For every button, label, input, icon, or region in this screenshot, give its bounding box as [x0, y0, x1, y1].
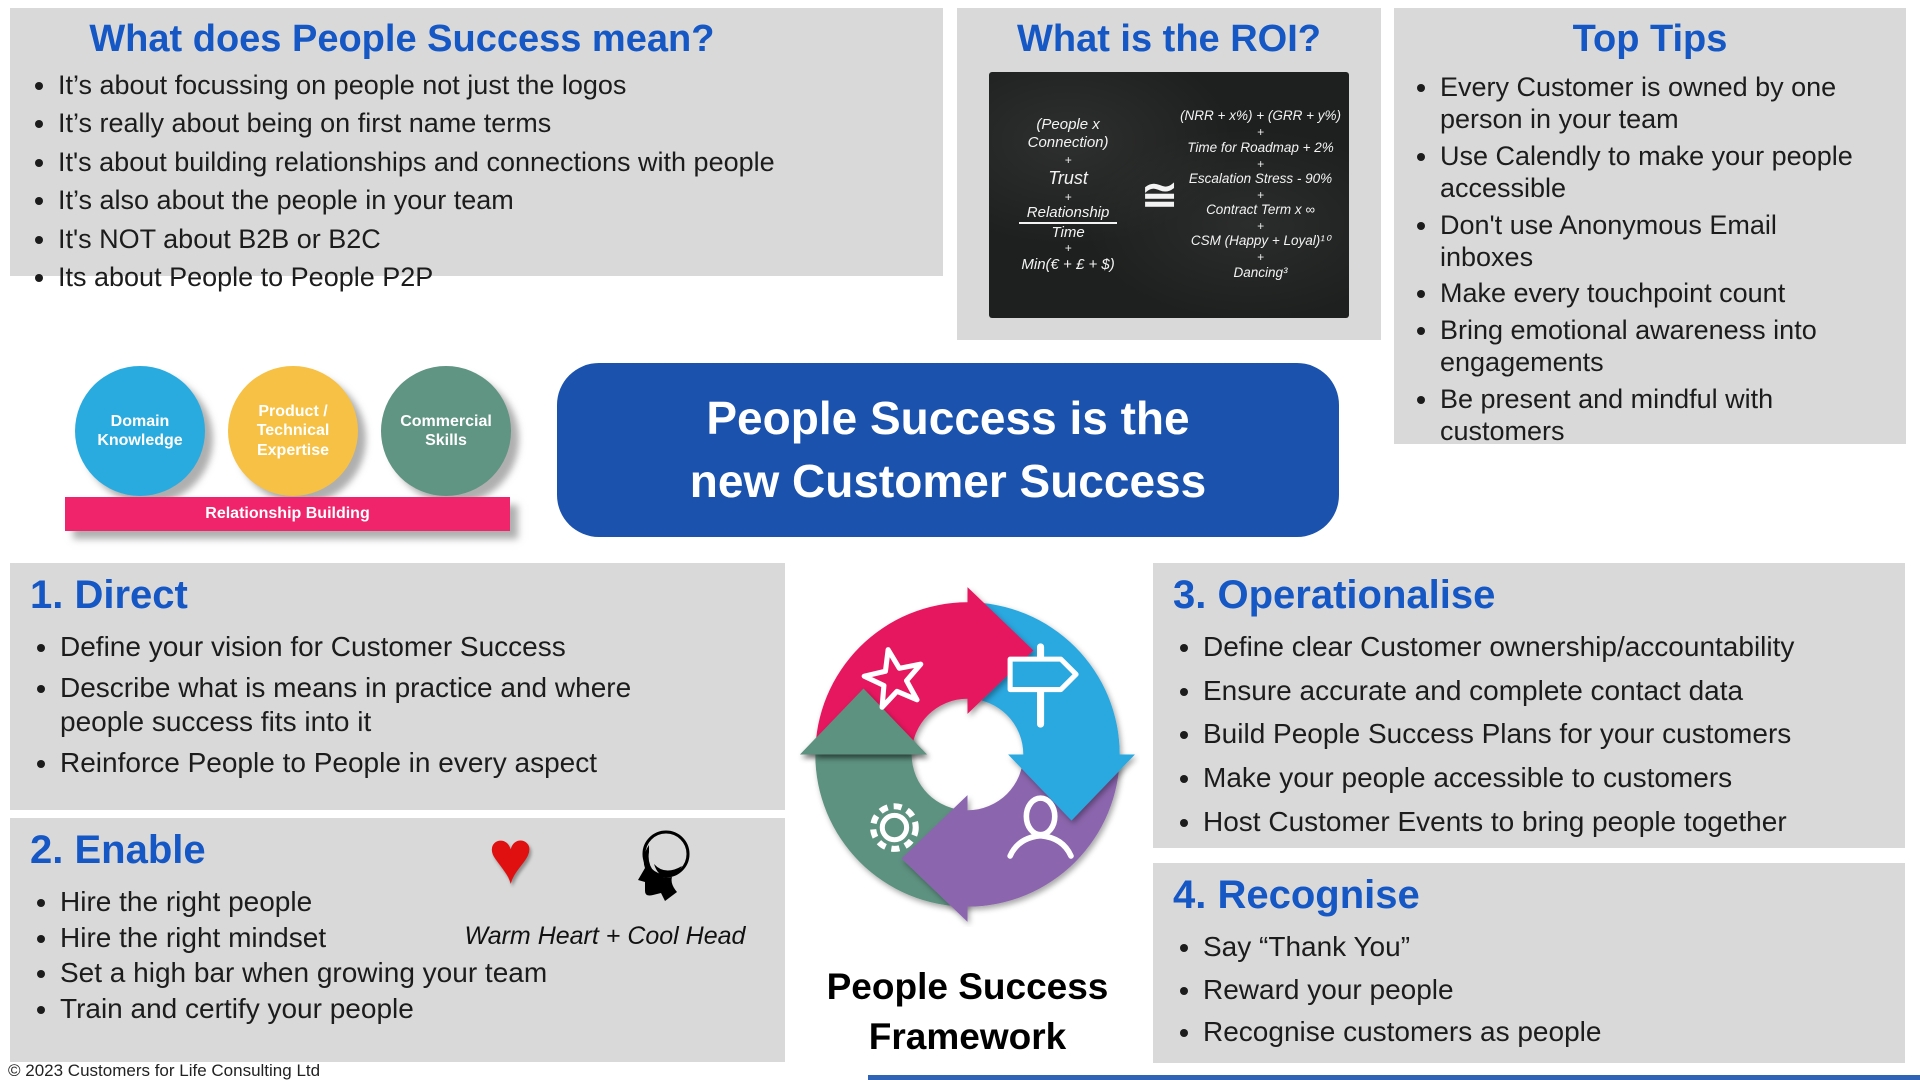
plus-sign: +	[1257, 125, 1265, 140]
headline-banner: People Success is the new Customer Succe…	[557, 363, 1339, 537]
person-icon	[1007, 795, 1074, 859]
list-item: Reward your people	[1203, 973, 1905, 1008]
formula-line: Contract Term x ∞	[1206, 202, 1315, 218]
warm-heart-cool-head-caption: Warm Heart + Cool Head	[464, 922, 746, 950]
roi-chalkboard: (People x Connection) + Trust + Relation…	[989, 72, 1349, 318]
framework-caption-line-2: Framework	[868, 1015, 1067, 1057]
formula-line: (People x Connection)	[1027, 115, 1109, 152]
enable-title: 2. Enable	[30, 828, 206, 872]
panel-roi: What is the ROI? (People x Connection) +…	[957, 8, 1381, 340]
list-item: Define clear Customer ownership/accounta…	[1203, 630, 1905, 665]
list-item: Its about People to People P2P	[58, 261, 943, 294]
relationship-building-bar: Relationship Building	[65, 497, 510, 531]
green-arrowhead	[800, 688, 927, 755]
roi-title: What is the ROI?	[1017, 18, 1321, 60]
recognise-title: 4. Recognise	[1173, 873, 1420, 917]
list-item: Host Customer Events to bring people tog…	[1203, 805, 1905, 840]
formula-line: Time for Roadmap + 2%	[1187, 139, 1334, 155]
list-item: Hire the right mindset	[60, 921, 785, 956]
framework-caption: People Success Framework	[785, 962, 1150, 1062]
people-success-framework-diagram	[800, 587, 1135, 922]
list-item: Train and certify your people	[60, 992, 785, 1027]
list-item: Ensure accurate and complete contact dat…	[1203, 674, 1905, 709]
direct-list: Define your vision for Customer Success …	[10, 630, 785, 781]
list-item: It's about building relationships and co…	[58, 146, 943, 179]
formula-line: (NRR + x%) + (GRR + y%)	[1180, 108, 1341, 124]
chalkboard-right-formula: (NRR + x%) + (GRR + y%) + Time for Roadm…	[1178, 108, 1343, 281]
fraction-numerator: Relationship	[1018, 204, 1118, 225]
list-item: Every Customer is owned by one person in…	[1440, 71, 1866, 136]
plus-sign: +	[1064, 153, 1072, 168]
skill-circle-commercial-skills: Commercial Skills	[381, 366, 511, 496]
formula-line: CSM (Happy + Loyal)¹⁰	[1190, 233, 1331, 249]
panel-recognise: 4. Recognise Say “Thank You” Reward your…	[1153, 863, 1905, 1063]
panel-direct: 1. Direct Define your vision for Custome…	[10, 563, 785, 810]
heart-icon: ♥	[488, 815, 534, 900]
copyright-text: © 2023 Customers for Life Consulting Ltd	[8, 1061, 321, 1080]
list-item: It’s really about being on first name te…	[58, 107, 943, 140]
fraction-denominator: Time	[1051, 224, 1085, 242]
direct-title: 1. Direct	[30, 573, 188, 617]
what-means-list: It’s about focussing on people not just …	[10, 69, 943, 295]
list-item: Use Calendly to make your people accessi…	[1440, 140, 1866, 205]
list-item: Make every touchpoint count	[1440, 277, 1866, 309]
operationalise-list: Define clear Customer ownership/accounta…	[1153, 630, 1905, 840]
framework-caption-line-1: People Success	[826, 966, 1109, 1007]
list-item: Recognise customers as people	[1203, 1015, 1905, 1050]
plus-sign: +	[1257, 187, 1265, 202]
list-item: Hire the right people	[60, 885, 785, 920]
skill-circle-domain-knowledge: Domain Knowledge	[75, 366, 205, 496]
list-item: Set a high bar when growing your team	[60, 956, 785, 991]
plus-sign: +	[1257, 219, 1265, 234]
list-item: Describe what is means in practice and w…	[60, 671, 693, 740]
plus-sign: +	[1064, 189, 1072, 204]
banner-line-2: new Customer Success	[689, 455, 1207, 507]
formula-line: Dancing³	[1233, 264, 1288, 280]
enable-list: Hire the right people Hire the right min…	[10, 885, 785, 1027]
formula-line: Escalation Stress - 90%	[1188, 170, 1333, 186]
panel-enable: 2. Enable Hire the right people Hire the…	[10, 818, 785, 1062]
approx-equal-symbol: ≅	[1141, 170, 1179, 220]
head-brain-icon	[638, 830, 690, 901]
star-icon	[861, 647, 924, 710]
plus-sign: +	[1257, 250, 1265, 265]
panel-what-people-success-means: What does People Success mean? It’s abou…	[10, 8, 943, 292]
list-item: It’s also about the people in your team	[58, 184, 943, 217]
what-means-title: What does People Success mean?	[89, 18, 715, 60]
formula-line: Min(€ + £ + $)	[1021, 255, 1115, 273]
list-item: Bring emotional awareness into engagemen…	[1440, 314, 1866, 379]
gear-icon	[870, 803, 919, 852]
list-item: Define your vision for Customer Success	[60, 630, 693, 665]
panel-top-tips: Top Tips Every Customer is owned by one …	[1394, 8, 1906, 447]
plus-sign: +	[1257, 156, 1265, 171]
chalkboard-left-formula: (People x Connection) + Trust + Relation…	[995, 116, 1141, 275]
skill-circle-product-technical-expertise: Product / Technical Expertise	[228, 366, 358, 496]
operationalise-title: 3. Operationalise	[1173, 573, 1496, 617]
recognise-list: Say “Thank You” Reward your people Recog…	[1153, 930, 1905, 1050]
top-tips-list: Every Customer is owned by one person in…	[1394, 71, 1906, 447]
list-item: Don't use Anonymous Email inboxes	[1440, 209, 1866, 274]
bottom-accent-bar	[868, 1075, 1920, 1080]
top-tips-title: Top Tips	[1572, 18, 1728, 60]
plus-sign: +	[1064, 241, 1072, 256]
panel-operationalise: 3. Operationalise Define clear Customer …	[1153, 563, 1905, 848]
list-item: It’s about focussing on people not just …	[58, 69, 943, 102]
list-item: It's NOT about B2B or B2C	[58, 223, 943, 256]
list-item: Reinforce People to People in every aspe…	[60, 746, 693, 781]
list-item: Be present and mindful with customers	[1440, 383, 1866, 448]
formula-line: Trust	[1048, 168, 1088, 189]
list-item: Say “Thank You”	[1203, 930, 1905, 965]
list-item: Make your people accessible to customers	[1203, 761, 1905, 796]
banner-line-1: People Success is the	[706, 391, 1190, 444]
signpost-icon	[1007, 643, 1079, 728]
list-item: Build People Success Plans for your cust…	[1203, 717, 1905, 752]
